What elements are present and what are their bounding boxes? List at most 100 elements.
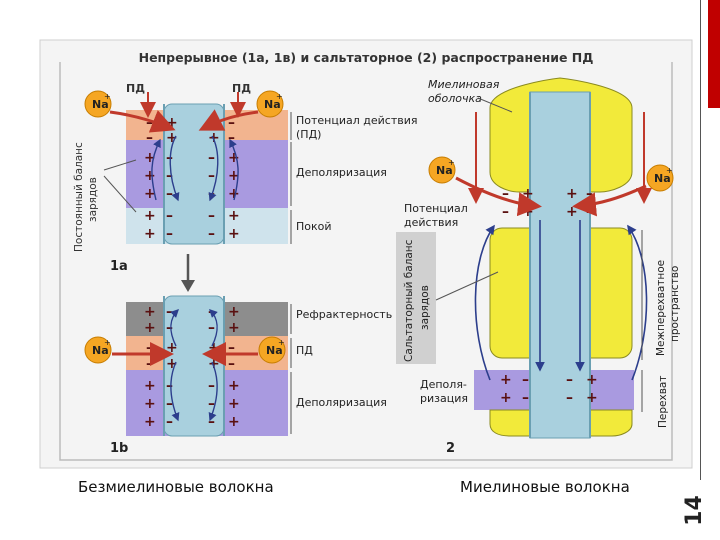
axon-myelinated xyxy=(529,91,591,439)
svg-text:–: – xyxy=(522,390,529,406)
na-ion-left xyxy=(84,336,112,364)
svg-text:–: – xyxy=(228,115,235,131)
svg-text:+: + xyxy=(144,226,156,242)
svg-text:–: – xyxy=(228,340,235,356)
na-ion-left xyxy=(428,156,456,184)
svg-text:Деполя-: Деполя- xyxy=(420,378,467,391)
svg-text:–: – xyxy=(208,226,215,242)
svg-text:–: – xyxy=(502,186,509,202)
svg-text:+: + xyxy=(228,208,240,224)
panel-1a: –– ++ ++ –– +++ ––– ––– +++ ++ –– –– ++ … xyxy=(64,82,418,292)
svg-text:–: – xyxy=(208,150,215,166)
svg-text:+: + xyxy=(566,186,578,202)
panel-1b: ++ –– –– ++ –– ++ ++ –– +++ ––– ––– +++ … xyxy=(84,295,392,456)
svg-text:пространство: пространство xyxy=(669,266,681,342)
na-ion-right xyxy=(646,164,674,192)
svg-text:Na: Na xyxy=(264,98,281,111)
svg-text:–: – xyxy=(166,378,173,394)
svg-text:+: + xyxy=(228,414,240,430)
svg-text:Na: Na xyxy=(92,98,109,111)
svg-text:+: + xyxy=(448,158,455,167)
svg-text:–: – xyxy=(166,226,173,242)
svg-text:ПД: ПД xyxy=(232,82,251,95)
slide-accent-bar xyxy=(708,0,720,108)
svg-text:действия: действия xyxy=(404,216,458,229)
svg-text:–: – xyxy=(208,396,215,412)
na-ion-right xyxy=(256,90,284,118)
svg-text:+: + xyxy=(144,378,156,394)
na-ion-right xyxy=(258,336,286,364)
svg-text:+: + xyxy=(208,356,220,372)
svg-text:+: + xyxy=(228,304,240,320)
svg-text:+: + xyxy=(522,186,534,202)
svg-text:–: – xyxy=(208,320,215,336)
svg-text:–: – xyxy=(166,208,173,224)
svg-text:–: – xyxy=(566,390,573,406)
svg-text:зарядов: зарядов xyxy=(87,177,99,222)
svg-text:+: + xyxy=(276,92,283,101)
svg-text:Na: Na xyxy=(92,344,109,357)
svg-text:+: + xyxy=(500,372,512,388)
svg-text:+: + xyxy=(228,150,240,166)
svg-text:+: + xyxy=(208,130,220,146)
panel-2: –+ +– –+ +– +– –+ +– –+ Na + Na + Миелин… xyxy=(396,77,681,456)
svg-text:–: – xyxy=(566,372,573,388)
svg-text:–: – xyxy=(146,340,153,356)
svg-text:1b: 1b xyxy=(110,441,128,456)
svg-text:–: – xyxy=(522,372,529,388)
svg-text:Межперехватное: Межперехватное xyxy=(655,260,667,356)
svg-text:Потенциал действия: Потенциал действия xyxy=(296,114,418,127)
svg-text:Перехват: Перехват xyxy=(657,376,669,428)
svg-text:+: + xyxy=(144,414,156,430)
svg-text:Na: Na xyxy=(654,172,671,185)
svg-text:–: – xyxy=(166,396,173,412)
svg-text:–: – xyxy=(228,130,235,146)
svg-text:+: + xyxy=(228,396,240,412)
svg-text:ПД: ПД xyxy=(296,344,313,357)
figure-title: Непрерывное (1а, 1в) и сальтаторное (2) … xyxy=(139,50,594,65)
na-ion-left xyxy=(84,90,112,118)
svg-text:+: + xyxy=(104,338,111,347)
svg-text:зарядов: зарядов xyxy=(419,285,431,330)
slide-edge-line xyxy=(700,0,701,540)
svg-text:Na: Na xyxy=(266,344,283,357)
svg-text:ризация: ризация xyxy=(420,392,468,405)
svg-text:+: + xyxy=(278,338,285,347)
svg-text:+: + xyxy=(144,168,156,184)
caption-myelinated: Миелиновые волокна xyxy=(460,478,630,496)
svg-text:+: + xyxy=(144,208,156,224)
svg-text:Миелиновая: Миелиновая xyxy=(428,78,500,91)
svg-text:+: + xyxy=(228,226,240,242)
svg-text:+: + xyxy=(228,168,240,184)
svg-text:–: – xyxy=(166,304,173,320)
svg-text:–: – xyxy=(208,414,215,430)
svg-text:+: + xyxy=(144,396,156,412)
svg-text:+: + xyxy=(104,92,111,101)
svg-text:+: + xyxy=(666,166,673,175)
svg-text:+: + xyxy=(586,390,598,406)
svg-text:+: + xyxy=(144,320,156,336)
svg-text:+: + xyxy=(166,130,178,146)
caption-unmyelinated: Безмиелиновые волокна xyxy=(78,478,274,496)
svg-text:–: – xyxy=(502,204,509,220)
svg-text:ПД: ПД xyxy=(126,82,145,95)
svg-text:–: – xyxy=(228,356,235,372)
slide-number: 14 xyxy=(682,480,719,540)
svg-text:–: – xyxy=(208,208,215,224)
svg-text:(ПД): (ПД) xyxy=(296,128,321,141)
svg-text:–: – xyxy=(208,168,215,184)
svg-text:+: + xyxy=(500,390,512,406)
svg-text:1а: 1а xyxy=(110,259,128,274)
svg-text:–: – xyxy=(166,150,173,166)
svg-text:+: + xyxy=(228,378,240,394)
svg-text:–: – xyxy=(586,186,593,202)
svg-text:+: + xyxy=(228,186,240,202)
svg-text:Рефрактерность: Рефрактерность xyxy=(296,308,392,321)
svg-text:–: – xyxy=(146,130,153,146)
svg-text:2: 2 xyxy=(446,441,455,456)
svg-text:–: – xyxy=(166,320,173,336)
svg-text:+: + xyxy=(586,372,598,388)
svg-text:Покой: Покой xyxy=(296,220,332,233)
svg-text:Потенциал: Потенциал xyxy=(404,202,468,215)
svg-text:+: + xyxy=(144,186,156,202)
